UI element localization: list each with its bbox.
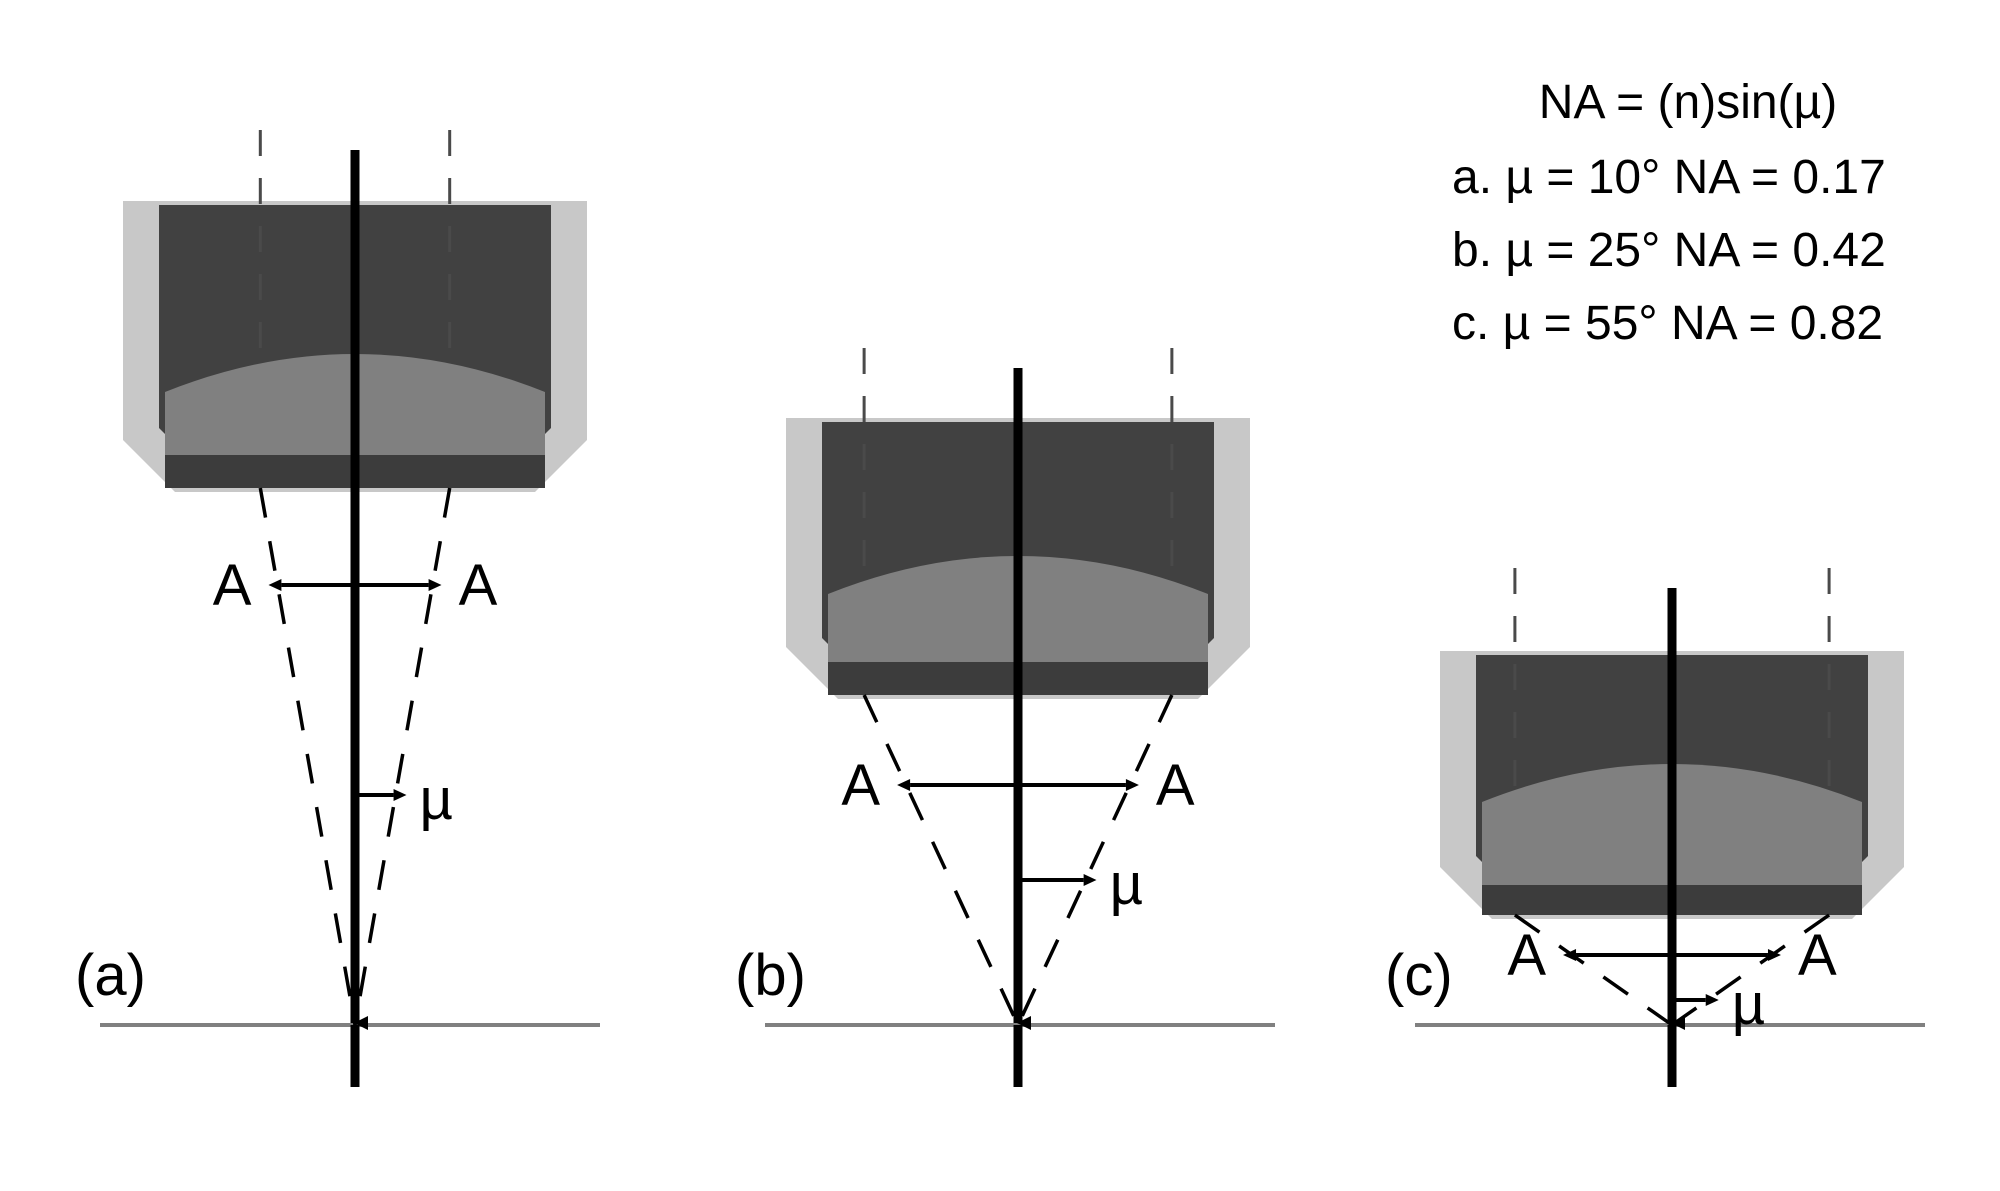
- half-angle-label-c: µ: [1732, 972, 1765, 1037]
- na-formula-line-a: a. µ = 10° NA = 0.17: [1452, 151, 1886, 204]
- half-angle-label-b: µ: [1110, 852, 1143, 917]
- half-angle-label-a: µ: [420, 767, 453, 832]
- panel-label-a: (a): [75, 943, 146, 1008]
- caption-block: NA = (n)sin(µ) a. µ = 10° NA = 0.17 b. µ…: [1452, 76, 1886, 350]
- aperture-label-right-a: A: [459, 553, 498, 618]
- light-ray-right-b: [1016, 694, 1174, 1026]
- aperture-label-right-c: A: [1798, 923, 1837, 988]
- aperture-label-right-b: A: [1156, 753, 1195, 818]
- na-formula-line-c: c. µ = 55° NA = 0.82: [1452, 297, 1883, 350]
- panel-label-c: (c): [1385, 943, 1453, 1008]
- light-ray-left-a: [258, 487, 357, 1026]
- light-ray-left-b: [862, 694, 1020, 1026]
- panel-a: A Aµ (a): [75, 130, 600, 1087]
- panel-b: A Aµ (b): [735, 348, 1275, 1087]
- aperture-label-left-a: A: [213, 553, 252, 618]
- light-ray-right-a: [353, 487, 452, 1026]
- na-formula-title: NA = (n)sin(µ): [1539, 76, 1837, 129]
- panel-c: A Aµ (c): [1385, 568, 1925, 1087]
- aperture-label-left-c: A: [1507, 923, 1546, 988]
- aperture-label-left-b: A: [841, 753, 880, 818]
- panels-layer: A Aµ (a) A Aµ (b) A Aµ (c): [75, 130, 1925, 1087]
- panel-label-b: (b): [735, 943, 806, 1008]
- na-formula-line-b: b. µ = 25° NA = 0.42: [1452, 224, 1886, 277]
